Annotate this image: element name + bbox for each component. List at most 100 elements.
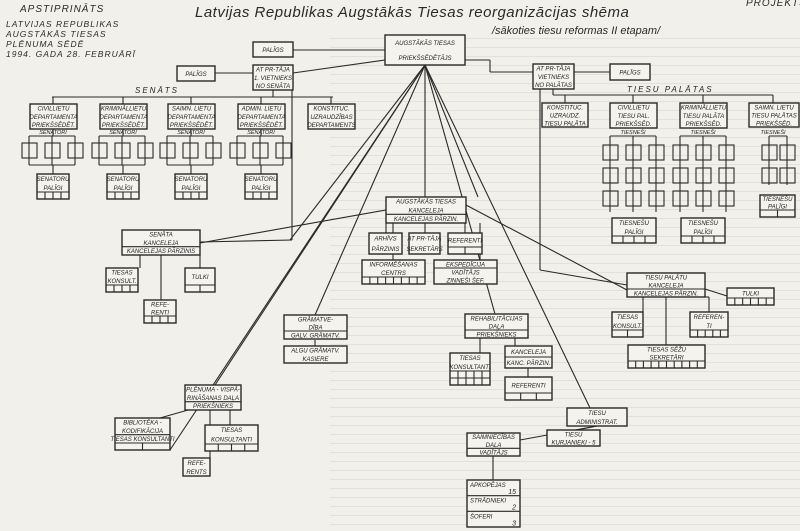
box-plen-ref	[182, 457, 211, 477]
box-eksp-text: EKSPEDĪCIJA	[446, 261, 485, 268]
judge-box	[718, 167, 735, 184]
box-dept-admin-text: ADMIN. LIETU	[241, 106, 282, 112]
connector-line	[465, 204, 628, 291]
box-sekr	[408, 232, 441, 255]
box-eksp	[433, 259, 498, 285]
senator-box	[137, 142, 154, 159]
box-pal-krim-text: TIESU PALĀTA	[683, 113, 724, 120]
staff-count: 15	[508, 489, 516, 496]
box-sp-admin-text: PALĪGI	[252, 185, 271, 192]
senator-box	[205, 142, 222, 159]
box-tpk-text: TIESU PALĀTU	[645, 274, 688, 281]
box-pal-saimn-text: SAIMN. LIETU	[754, 105, 794, 111]
box-dept-konst-text: KONSTITUC.	[313, 106, 349, 112]
box-dept-konst-text: DEPARTAMENTS	[307, 123, 355, 129]
judge-box	[672, 144, 689, 161]
senator-box	[252, 142, 269, 159]
box-chairman	[384, 34, 466, 66]
box-rehab-text: REHABILITĀCIJAS	[470, 315, 522, 322]
box-dept-saimn-text: PRIEKŠSĒDĒT.	[170, 122, 213, 129]
box-gram	[283, 314, 348, 340]
connector-line	[199, 239, 293, 243]
box-pal-krim-text: PRIEKŠSĒD.	[685, 121, 721, 128]
judge-box	[648, 167, 665, 184]
box-dept-krim-text: KRIMINĀLLIETU	[101, 105, 147, 112]
box-palig-top-text: PALĪGS	[262, 47, 283, 54]
box-pal-civ-text: CIVILLIETU	[617, 105, 650, 111]
box-palig-pal-text: PALĪGS	[619, 69, 640, 76]
box-sp-civ-text: SENATORU	[37, 177, 70, 183]
box-sk-tulki-text: TULKI	[191, 275, 208, 281]
box-tpk-sekr-text: TIESAS SĒŽU	[647, 345, 687, 353]
box-tp-civ-text: PALĪGI	[625, 229, 644, 236]
approval-date: 1994. GADA 28. FEBRUĀRĪ	[6, 49, 136, 59]
staff-category-label: STRĀDNIEKI	[470, 498, 506, 505]
box-dept-konst	[307, 103, 356, 130]
box-sp-krim-text: SENATORU	[107, 177, 140, 183]
box-sk-ref-text: RENTI	[151, 310, 169, 316]
box-pal-konst	[541, 102, 589, 128]
box-saimn-d	[466, 432, 521, 457]
judge-box	[695, 144, 712, 161]
staff-category-label: ŠOFERI	[470, 513, 493, 520]
box-saimn-d-text: VADĪTĀJS	[479, 449, 507, 456]
box-pal-civ-text: PRIEKŠSĒD.	[615, 121, 651, 128]
box-sen-kanc-text: KANCELEJA	[143, 241, 178, 247]
box-plen-ref-text: REFE-	[188, 461, 206, 467]
box-kanc-text: KANCELEJAS PĀRZIN.	[394, 216, 458, 223]
box-dept-civ-text: DEPARTAMENTA	[30, 115, 78, 121]
box-kurj	[546, 429, 601, 447]
box-kanc	[385, 196, 467, 224]
box-pal-civ	[609, 102, 658, 129]
box-palig-sen	[176, 65, 216, 82]
box-chairman-text: PRIEKŠSĒDĒTĀJS	[398, 55, 451, 62]
box-sp-civ	[36, 173, 70, 200]
box-tpk-kons-text: TIESAS	[617, 315, 638, 321]
box-chairman-text: AUGSTĀKĀS TIESAS	[394, 40, 455, 47]
judge-box	[602, 190, 619, 207]
connector-line	[199, 209, 387, 244]
judge-box	[602, 167, 619, 184]
box-dept-krim-text: PRIEKŠSĒDĒT.	[102, 122, 145, 129]
senatori-label: SENATORI	[39, 130, 67, 136]
box-vice-sen	[252, 64, 294, 91]
box-dept-krim-text: DEPARTAMENTA	[100, 115, 148, 121]
box-dept-admin	[237, 103, 286, 130]
box-kurj-text: KURJANIEKI - 5	[551, 440, 596, 446]
box-kanc-text: KANCELEJA	[408, 208, 443, 214]
box-tp-krim-text: PALĪGI	[694, 229, 713, 236]
box-tpk-ref-text: TI	[706, 324, 712, 330]
box-plen-text: RINĀŠANAS DAĻA	[187, 395, 239, 402]
senator-box	[44, 142, 61, 159]
senatori-label: SENATORI	[109, 130, 137, 136]
box-arhivs	[368, 232, 403, 255]
connector-line	[424, 64, 591, 409]
tiesnesi-label: TIESNEŠI	[620, 129, 646, 136]
box-dept-admin-text: DEPARTAMENTA	[238, 115, 286, 121]
box-pal-konst-text: KONSTITUC.	[547, 105, 583, 111]
approval-stamp-heading: APSTIPRINĀTS	[20, 4, 105, 15]
box-palig-top	[252, 41, 294, 58]
box-reh-kons-text: TIESAS	[459, 356, 480, 362]
senats-label: SENĀTS	[135, 86, 179, 95]
diagram-subtitle: /sākoties tiesu reformas II etapam/	[492, 25, 661, 37]
box-plen-kons	[204, 424, 259, 452]
box-sekr-text: SEKRETĀRS	[406, 246, 442, 253]
box-rehab	[464, 313, 529, 339]
judge-box	[648, 144, 665, 161]
box-tpk-ref	[689, 311, 729, 338]
box-plen-text: PRIEKŠNIEKS	[193, 403, 233, 410]
box-kurj-text: TIESU	[565, 432, 583, 438]
box-tpk-sekr-text: SEKRETĀRI	[649, 354, 683, 361]
box-sk-kons-text: TIESAS	[111, 271, 132, 277]
box-rehab-text: PRIEKŠNIEKS	[476, 331, 516, 338]
box-dept-saimn	[167, 103, 216, 130]
senator-box	[159, 142, 176, 159]
box-algu-text: KASIERE	[302, 357, 329, 363]
box-vice-sen-text: 1. VIETNIEKS	[254, 76, 292, 82]
box-arhivs-text: ARHĪVS	[373, 236, 396, 243]
box-vice-pal	[532, 63, 575, 90]
tiesu-palatas-label: TIESU PALĀTAS	[627, 85, 714, 94]
box-pal-saimn	[748, 102, 800, 128]
connector-line	[292, 59, 386, 74]
